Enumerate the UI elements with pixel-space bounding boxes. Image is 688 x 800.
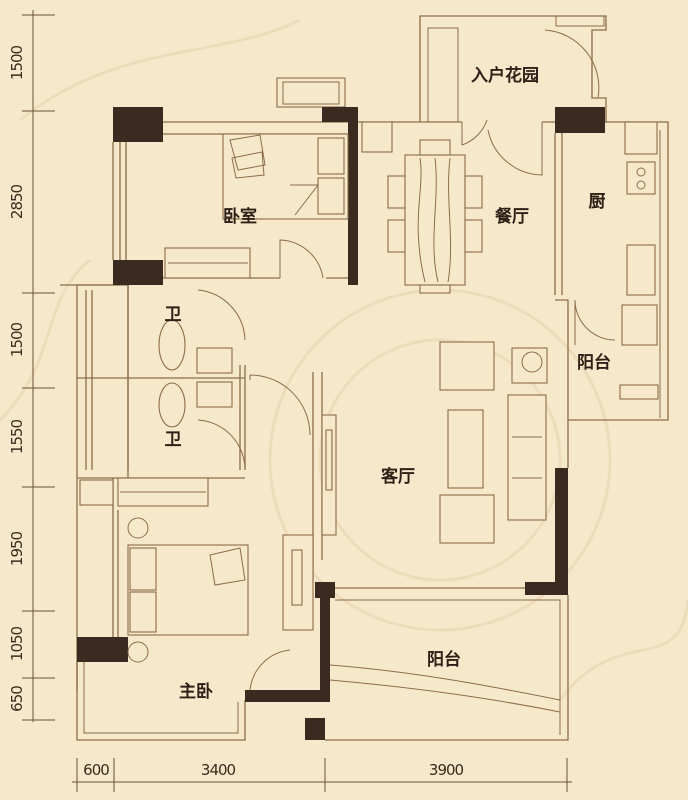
toilet bbox=[158, 382, 186, 428]
dim-label: 1500 bbox=[8, 45, 26, 80]
sofa bbox=[507, 394, 547, 521]
room-label-bath-2: 卫 bbox=[165, 430, 182, 450]
room-label-balcony-large: 阳台 bbox=[427, 649, 461, 670]
dim-label: 2850 bbox=[8, 184, 26, 219]
dim-label: 1500 bbox=[8, 322, 26, 357]
room-label-balcony-small: 阳台 bbox=[577, 352, 611, 373]
dim-label: 3400 bbox=[201, 761, 236, 779]
room-label-kitchen: 厨 bbox=[589, 192, 606, 212]
vertical-dimension-line bbox=[22, 10, 55, 722]
room-label-dining: 餐厅 bbox=[495, 206, 529, 227]
structural-walls bbox=[77, 107, 605, 740]
wall-outlines bbox=[60, 15, 669, 741]
vertical-dimension-labels: 1500 2850 1500 1550 1950 1050 650 bbox=[8, 45, 26, 711]
dim-label: 650 bbox=[8, 686, 26, 712]
armchair bbox=[439, 494, 495, 544]
dim-label: 3900 bbox=[429, 761, 464, 779]
room-label-entry-garden: 入户花园 bbox=[471, 65, 539, 86]
toilet bbox=[158, 319, 186, 371]
dim-label: 1950 bbox=[8, 531, 26, 566]
room-label-master-bedroom: 主卧 bbox=[179, 681, 213, 702]
dim-label: 1050 bbox=[8, 626, 26, 661]
room-labels: 入户花园 卧室 餐厅 厨 卫 卫 阳台 客厅 主卧 阳台 bbox=[165, 65, 612, 702]
dim-label: 1550 bbox=[8, 419, 26, 454]
armchair bbox=[439, 341, 495, 391]
doors bbox=[197, 29, 616, 691]
horizontal-dimension-line bbox=[72, 758, 572, 792]
furniture bbox=[79, 121, 659, 663]
room-label-bath-1: 卫 bbox=[165, 305, 182, 325]
coffee-table bbox=[447, 409, 484, 489]
dim-label: 600 bbox=[83, 761, 109, 779]
horizontal-dimension-labels: 600 3400 3900 bbox=[83, 761, 464, 779]
room-label-bedroom: 卧室 bbox=[223, 206, 257, 227]
room-label-living: 客厅 bbox=[380, 466, 415, 487]
